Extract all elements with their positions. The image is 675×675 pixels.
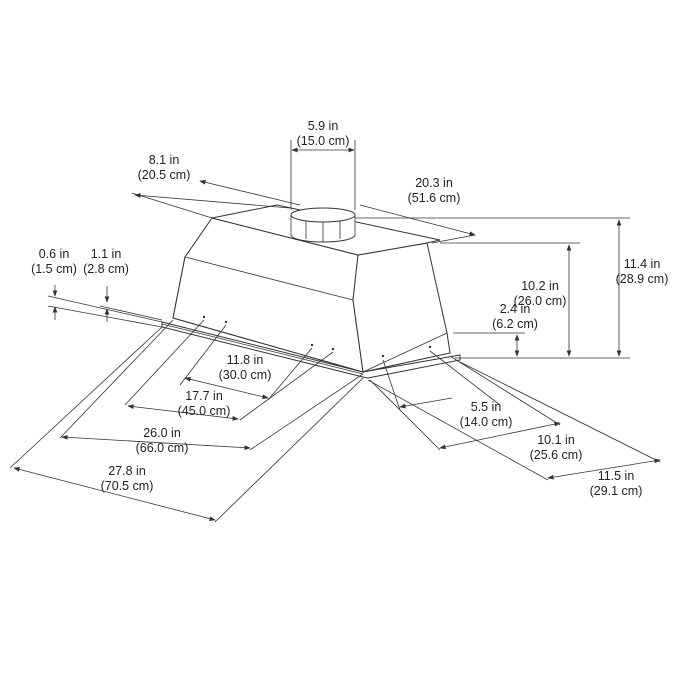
- body-depth-cm: (25.6 cm): [530, 448, 583, 462]
- total-height-cm: (28.9 cm): [616, 272, 669, 286]
- flange-thickness-in: 0.6 in: [39, 247, 70, 261]
- hole-spacing-outer-cm: (45.0 cm): [178, 404, 231, 418]
- flange-length-in: 27.8 in: [108, 464, 146, 478]
- duct-offset-in: 8.1 in: [149, 153, 180, 167]
- lower-height-in: 2.4 in: [500, 302, 531, 316]
- duct-diameter-cm: (15.0 cm): [297, 134, 350, 148]
- body-depth-in: 10.1 in: [537, 433, 575, 447]
- hole-spacing-inner-in: 11.8 in: [227, 353, 264, 367]
- flange-thickness-cm: (1.5 cm): [31, 262, 77, 276]
- range-hood-insert: [161, 204, 461, 379]
- duct-offset-cm: (20.5 cm): [138, 168, 191, 182]
- flange-depth-in: 11.5 in: [598, 469, 635, 483]
- flange-depth-cm: (29.1 cm): [590, 484, 643, 498]
- dimension-lines: [9, 140, 661, 523]
- body-height-in: 10.2 in: [521, 279, 559, 293]
- mounting-holes: [202, 315, 432, 358]
- duct-collar: [290, 207, 356, 243]
- dimension-labels: 5.9 in (15.0 cm) 8.1 in (20.5 cm) 20.3 i…: [31, 119, 668, 498]
- flange-length-cm: (70.5 cm): [101, 479, 154, 493]
- hole-depth-cm: (14.0 cm): [460, 415, 513, 429]
- hood-right-face: [352, 242, 451, 373]
- body-width-cm: (51.6 cm): [408, 191, 461, 205]
- flange: [161, 321, 461, 379]
- body-length-cm: (66.0 cm): [136, 441, 189, 455]
- total-height-in: 11.4 in: [624, 257, 661, 271]
- flange-height-in: 1.1 in: [91, 247, 122, 261]
- lower-height-cm: (6.2 cm): [492, 317, 538, 331]
- body-length-in: 26.0 in: [143, 426, 181, 440]
- hole-depth-in: 5.5 in: [471, 400, 502, 414]
- hole-spacing-outer-in: 17.7 in: [185, 389, 223, 403]
- body-height-cm: (26.0 cm): [514, 294, 567, 308]
- duct-diameter-in: 5.9 in: [308, 119, 339, 133]
- body-width-in: 20.3 in: [415, 176, 453, 190]
- hole-spacing-inner-cm: (30.0 cm): [219, 368, 272, 382]
- flange-height-cm: (2.8 cm): [83, 262, 129, 276]
